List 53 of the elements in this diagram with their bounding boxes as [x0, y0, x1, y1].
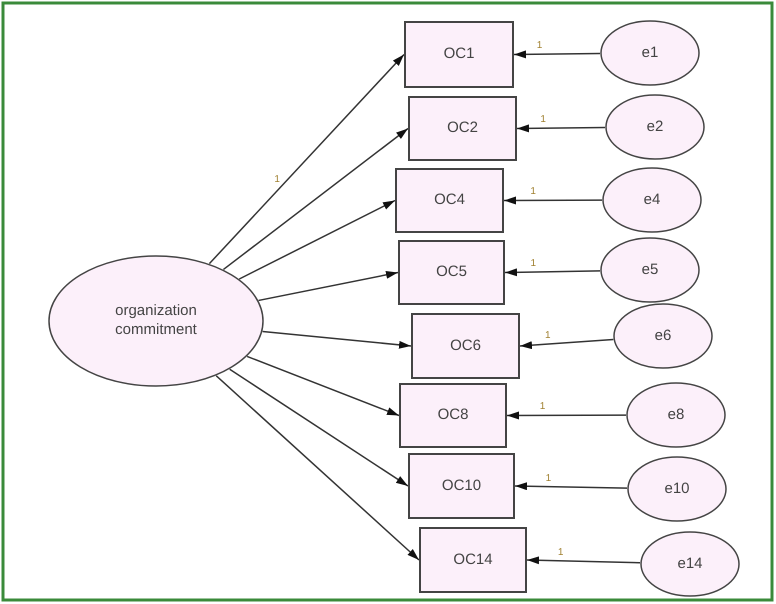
node-label: OC2 [447, 119, 478, 138]
node-label: OC4 [434, 191, 465, 210]
arrow [262, 330, 412, 349]
variable-ellipse [627, 456, 727, 522]
node-label: e10 [664, 480, 690, 498]
node-label: OC1 [444, 45, 474, 64]
node-label: e1 [642, 44, 658, 62]
node-label: e5 [642, 260, 658, 280]
edge-label: 1 [556, 546, 564, 558]
indicator-box [398, 240, 505, 305]
arrow [507, 411, 626, 420]
arrow [223, 128, 408, 270]
variable-ellipse [602, 167, 702, 233]
node-label: organization commitment [114, 302, 198, 340]
variable-ellipse [48, 255, 264, 387]
arrow [208, 54, 405, 264]
indicator-box [404, 21, 514, 88]
variable-ellipse [605, 94, 705, 160]
variable-ellipse [600, 237, 700, 303]
arrow [216, 375, 420, 561]
arrow [526, 556, 640, 564]
node-label: e8 [668, 406, 684, 424]
arrow [246, 356, 400, 416]
edge-label: 1 [530, 258, 538, 269]
node-label: OC5 [436, 263, 467, 282]
arrow [258, 270, 398, 302]
variable-ellipse [613, 303, 713, 369]
variable-ellipse [600, 20, 700, 86]
arrow [238, 200, 396, 280]
node-label: e2 [646, 118, 664, 136]
arrow [229, 368, 408, 487]
indicator-box [419, 527, 527, 593]
node-label: e6 [654, 326, 672, 346]
variable-ellipse [640, 531, 740, 597]
indicator-box [408, 453, 515, 519]
variable-ellipse [626, 382, 726, 448]
node-label: e14 [677, 554, 703, 574]
indicator-box [399, 383, 507, 448]
indicator-box [411, 313, 520, 379]
indicator-box [395, 168, 504, 233]
node-label: OC6 [450, 336, 481, 356]
edge-label: 1 [544, 472, 552, 484]
indicator-box [408, 96, 517, 161]
arrow [504, 196, 602, 204]
arrow [520, 338, 614, 350]
node-label: OC10 [442, 476, 482, 496]
node-label: OC8 [438, 406, 468, 425]
arrow [514, 482, 628, 490]
arrow [517, 124, 606, 132]
arrow [504, 268, 600, 276]
node-label: OC14 [453, 550, 493, 570]
node-label: e4 [644, 190, 660, 210]
arrow [514, 50, 600, 58]
